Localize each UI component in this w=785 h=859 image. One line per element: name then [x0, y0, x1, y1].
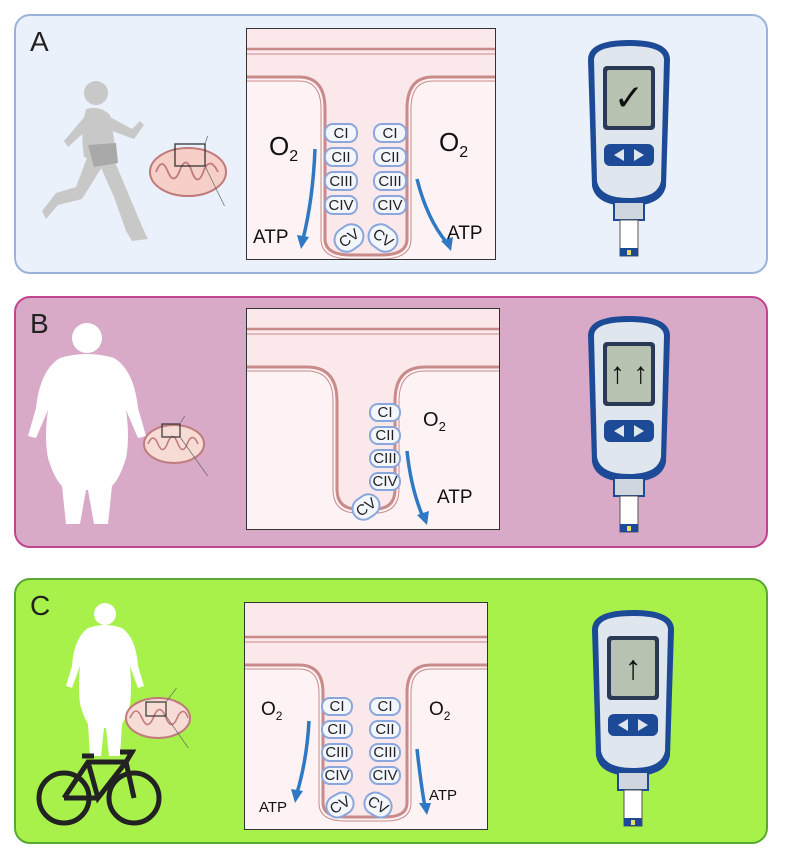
- meter-screen-a: [607, 70, 651, 126]
- glucose-meter-a: ✓: [574, 36, 684, 261]
- panel-label-b: B: [30, 308, 49, 339]
- meter-right-button-a: [634, 149, 644, 161]
- atp-label-b: ATP: [437, 487, 473, 508]
- meter-screen-b: [607, 346, 651, 402]
- mitochondrion-b: [143, 416, 209, 476]
- meter-left-button-a: [614, 149, 624, 161]
- atp-label-left-a: ATP: [253, 227, 289, 248]
- complex-ciii-b: CIII: [369, 449, 401, 468]
- zoom-box-b: [161, 423, 181, 438]
- meter-right-button-c: [638, 719, 648, 731]
- complex-ci-right: CI: [373, 123, 407, 143]
- meter-right-button-b: [634, 425, 644, 437]
- glucose-meter-c: ↑: [578, 606, 688, 831]
- membrane-drawing-b: [247, 309, 499, 529]
- meter-screen-c: [611, 640, 655, 696]
- atp-label-right-a: ATP: [447, 223, 483, 244]
- bicycle-icon: [36, 749, 162, 826]
- complex-civ-right: CIV: [373, 195, 407, 215]
- person-figure-c: [66, 603, 144, 756]
- complex-civ-left: CIV: [324, 195, 358, 215]
- panel-label-a: A: [30, 26, 49, 57]
- complex-cii-left-c: CII: [321, 720, 353, 739]
- membrane-drawing-a: [247, 29, 495, 259]
- mitochondrion-a: [149, 136, 227, 206]
- complex-cii-right-c: CII: [369, 720, 401, 739]
- complex-civ-right-c: CIV: [369, 766, 401, 785]
- oxygen-label-left-a: O2: [269, 131, 299, 166]
- complex-ciii-right-c: CIII: [369, 743, 401, 762]
- flow-arrow-left-c: [295, 720, 311, 794]
- oxygen-label-b: O2: [423, 409, 446, 434]
- flow-arrow-b: [405, 450, 425, 518]
- complex-ciii-right: CIII: [373, 171, 407, 191]
- zoom-box-a: [174, 143, 206, 167]
- meter-display-b: ↑ ↑: [609, 357, 649, 390]
- complex-ci-left-c: CI: [321, 697, 353, 716]
- zoom-box-c: [145, 701, 167, 717]
- complex-cii-b: CII: [369, 426, 401, 445]
- obese-person-figure: [28, 323, 146, 524]
- mitochondrion-c: [125, 688, 191, 748]
- complex-cii-right: CII: [373, 147, 407, 167]
- membrane-drawing-c: [245, 603, 487, 829]
- meter-left-button-b: [614, 425, 624, 437]
- meter-left-button-c: [618, 719, 628, 731]
- glucose-meter-b: ↑ ↑: [574, 312, 684, 537]
- meter-display-c: ↑: [624, 648, 642, 687]
- flow-arrow-left-a: [301, 148, 317, 240]
- oxygen-label-right-a: O2: [439, 127, 469, 162]
- complex-cii-left: CII: [324, 147, 358, 167]
- oxygen-label-left-c: O2: [261, 699, 283, 723]
- panel-a: A CI: [14, 14, 768, 274]
- atp-label-right-c: ATP: [429, 787, 458, 804]
- panel-b: B CI CII CIII CIV CV O2: [14, 296, 768, 548]
- cristae-inset-a: CI CII CIII CIV CV CI CII CIII CIV CV O2…: [246, 28, 496, 260]
- cristae-inset-c: CI CII CIII CIV CV CI CII CIII CIV CV O2…: [244, 602, 488, 830]
- cristae-inset-b: CI CII CIII CIV CV O2 ATP: [246, 308, 500, 530]
- panel-c: C: [14, 578, 768, 844]
- runner-figure: [42, 81, 148, 241]
- flow-arrow-right-a: [415, 178, 449, 245]
- complex-ci-right-c: CI: [369, 697, 401, 716]
- complex-ci-left: CI: [324, 123, 358, 143]
- complex-civ-b: CIV: [369, 472, 401, 491]
- panel-label-c: C: [30, 590, 51, 621]
- oxygen-label-right-c: O2: [429, 699, 451, 723]
- complex-ciii-left-c: CIII: [321, 743, 353, 762]
- complex-ci-b: CI: [369, 403, 401, 422]
- complex-civ-left-c: CIV: [321, 766, 353, 785]
- complex-ciii-left: CIII: [324, 171, 358, 191]
- meter-display-a: ✓: [613, 77, 645, 118]
- atp-label-left-c: ATP: [259, 799, 288, 816]
